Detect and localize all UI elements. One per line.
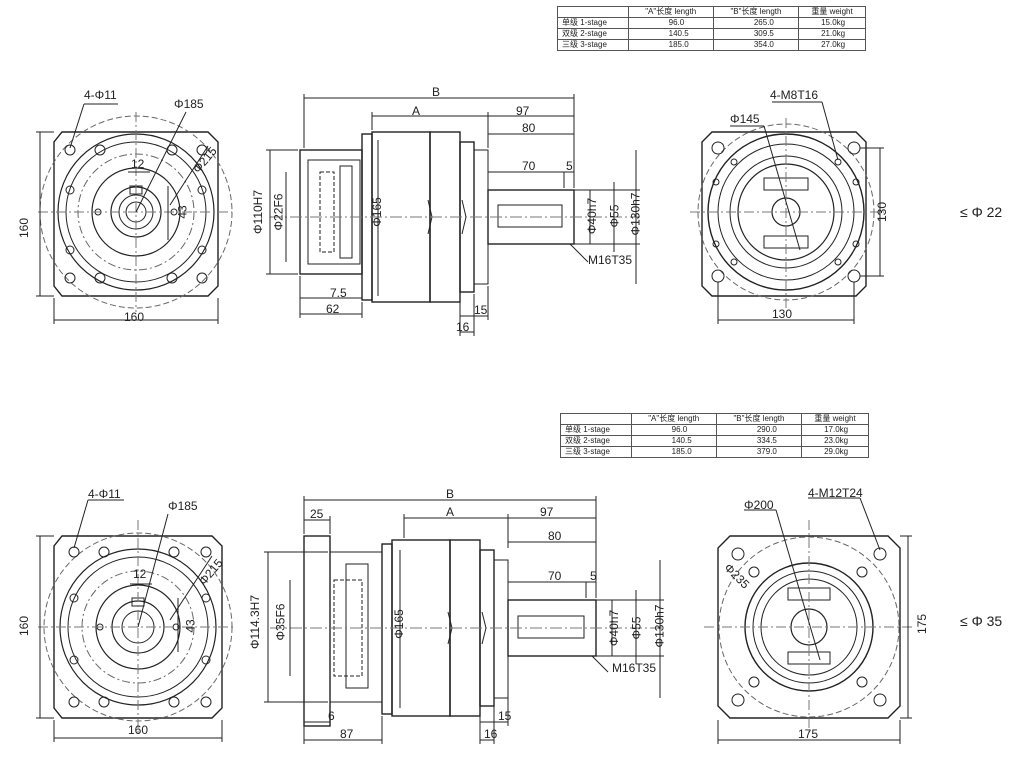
depth-label: 43 [175,205,190,219]
flange-dia-label: Φ130h7 [652,604,667,648]
key-label: 12 [131,157,145,171]
holes-label: 4-M12T24 [808,486,863,500]
bore-label: Φ22F6 [271,193,286,231]
top-side-view [266,94,640,336]
table-row: 单级 1-stage 96.0 265.0 15.0kg [557,17,866,29]
holes-label: 4-Φ11 [84,88,117,102]
dim-16-label: 16 [456,320,470,334]
pilot-h7-label: Φ114.3H7 [248,594,263,650]
width-label: 130 [772,307,793,321]
dim-7-5-label: 7.5 [330,286,347,300]
key-label: 12 [133,567,147,581]
dim-5-label: 5 [566,159,573,173]
table-cell: 185.0 [630,446,717,458]
bottom-output-view [704,497,914,744]
length-a-label: A [412,104,421,118]
max-bore-note: ≤ Φ 35 [960,613,1003,629]
bolt-circle-label: Φ185 [174,97,204,111]
height-label: 175 [915,613,930,635]
dim-15-label: 15 [474,303,488,317]
shaft-dia-label: Φ40h7 [585,197,600,235]
dim-62-label: 62 [326,302,340,316]
width-label: 160 [124,310,145,324]
pcd-label: Φ145 [730,112,760,126]
dim-70-label: 70 [548,569,562,583]
shaft-dia-label: Φ40h7 [607,609,622,647]
table-cell: 29.0kg [801,446,869,458]
dim-25-label: 25 [310,507,324,521]
shaft55-label: Φ55 [629,616,644,640]
table-row: 双级 2-stage 140.5 334.5 23.0kg [560,435,869,447]
top-output-view [690,101,884,324]
depth-label: 43 [183,619,198,633]
spec-table-top: "A"长度 length "B"长度 length 重量 weight 单级 1… [557,6,866,51]
height-label: 130 [875,201,890,223]
length-a-label: A [446,505,455,519]
table-row: 三级 3-stage 185.0 379.0 29.0kg [560,446,869,458]
bottom-side-view [264,496,664,744]
bolt-circle-label: Φ185 [168,499,198,513]
length-b-label: B [432,85,441,99]
pcd-label: Φ200 [744,498,774,512]
table-cell: 379.0 [715,446,803,458]
dim-16-label: 16 [484,727,498,741]
flange-dia-label: Φ130h7 [628,192,643,236]
height-label: 160 [17,217,32,239]
table-row: 单级 1-stage 96.0 290.0 17.0kg [560,424,869,436]
table-row: 三级 3-stage 185.0 354.0 27.0kg [557,39,866,51]
holes-label: 4-M8T16 [770,88,819,102]
width-label: 160 [128,723,149,737]
shaft55-label: Φ55 [607,204,622,228]
dim-70-label: 70 [522,159,536,173]
table-header-row: "A"长度 length "B"长度 length 重量 weight [560,413,869,425]
thread-label: M16T35 [612,661,657,675]
length-b-label: B [446,487,455,501]
dim-80-label: 80 [548,529,562,543]
bottom-front-view [36,499,236,742]
thread-label: M16T35 [588,253,633,267]
dim-87-label: 87 [340,727,354,741]
body-dia-label: Φ165 [391,609,406,639]
top-front-view [36,103,233,324]
height-label: 160 [17,615,32,637]
spec-table-bottom: "A"长度 length "B"长度 length 重量 weight 单级 1… [560,413,869,458]
dim-6-label: 6 [328,709,335,723]
dim-15-label: 15 [498,709,512,723]
dim-97-label: 97 [540,505,554,519]
pilot-h7-label: Φ110H7 [251,189,266,235]
table-cell: 27.0kg [798,39,866,51]
holes-label: 4-Φ11 [88,487,121,501]
dim-5-label: 5 [590,569,597,583]
body-dia-label: Φ165 [369,197,384,227]
bore-label: Φ35F6 [273,603,288,641]
table-cell: 354.0 [712,39,800,51]
width-label: 175 [798,727,819,741]
dim-80-label: 80 [522,121,536,135]
dim-97-label: 97 [516,104,530,118]
max-bore-note: ≤ Φ 22 [960,204,1003,220]
